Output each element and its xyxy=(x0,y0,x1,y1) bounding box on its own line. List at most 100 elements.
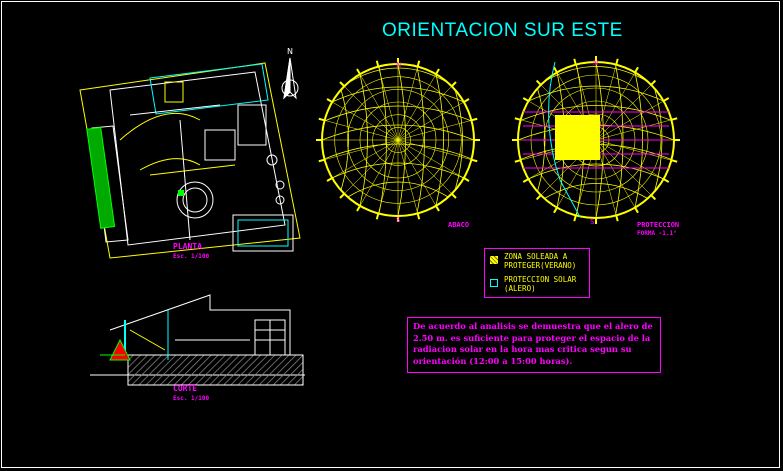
azimuth-tick xyxy=(451,193,457,199)
azimuth-tick xyxy=(514,117,521,121)
azimuth-tick xyxy=(663,97,670,102)
legend-label-sun-zone: ZONA SOLEADA A PROTEGER(VERANO) xyxy=(504,252,577,270)
overhang-protection-curve xyxy=(548,61,581,218)
sunpath-right-label: PROTECCION xyxy=(637,221,680,229)
azimuth-tick xyxy=(471,158,478,163)
azimuth-line xyxy=(397,101,464,141)
azimuth-line xyxy=(332,101,399,141)
legend-label-overhang: PROTECCION SOLAR (ALERO) xyxy=(504,275,577,293)
sun-path-arc xyxy=(332,162,464,179)
azimuth-tick xyxy=(573,58,577,65)
sunpath-right-north: N xyxy=(593,59,598,67)
floor-plan xyxy=(79,62,301,259)
hour-line xyxy=(435,74,444,206)
legend-swatch-overhang xyxy=(490,279,498,287)
sun-path-arc xyxy=(332,86,464,103)
hour-line xyxy=(397,63,406,217)
azimuth-tick xyxy=(650,79,657,86)
azimuth-tick xyxy=(522,178,529,183)
north-arrow-icon xyxy=(281,57,299,100)
azimuth-line xyxy=(332,139,399,179)
azimuth-tick xyxy=(356,205,361,212)
azimuth-tick xyxy=(671,117,678,121)
garden-area xyxy=(86,126,116,229)
azimuth-line xyxy=(397,139,452,194)
sun-path-arc xyxy=(520,105,672,121)
azimuth-line xyxy=(595,139,636,208)
sunpath-chart-left xyxy=(316,58,480,222)
azimuth-tick xyxy=(339,81,345,87)
azimuth-line xyxy=(344,86,399,141)
azimuth-line xyxy=(397,120,472,141)
hour-line xyxy=(359,74,368,206)
hour-line xyxy=(378,66,387,214)
azimuth-tick xyxy=(650,194,657,201)
azimuth-tick xyxy=(671,159,678,163)
azimuth-tick xyxy=(326,177,333,182)
page-title: ORIENTACION SUR ESTE xyxy=(382,20,623,41)
azimuth-line xyxy=(595,139,672,161)
section-label: CORTE xyxy=(173,384,198,393)
plan-label: PLANTA xyxy=(173,242,202,251)
section-drawing xyxy=(90,294,305,386)
sun-path-arc xyxy=(347,181,449,198)
sun-path-arc xyxy=(544,183,648,199)
azimuth-line xyxy=(595,100,664,141)
azimuth-line xyxy=(397,139,472,160)
azimuth-tick xyxy=(522,97,529,102)
hour-line xyxy=(416,66,425,214)
azimuth-tick xyxy=(615,215,619,222)
azimuth-tick xyxy=(416,60,421,67)
sun-exposure-zone xyxy=(555,115,600,160)
azimuth-tick xyxy=(356,68,361,75)
azimuth-line xyxy=(397,66,418,141)
azimuth-tick xyxy=(573,215,577,222)
azimuth-tick xyxy=(514,159,521,163)
legend-swatch-sun-zone xyxy=(490,256,498,264)
sun-path-arc xyxy=(324,105,472,122)
azimuth-line xyxy=(397,86,452,141)
azimuth-tick xyxy=(471,117,478,122)
legend: ZONA SOLEADA A PROTEGER(VERANO) PROTECCI… xyxy=(484,248,590,298)
sunpath-left-south: S xyxy=(396,216,401,224)
azimuth-tick xyxy=(451,81,457,87)
plan-scale: Esc. 1/100 xyxy=(173,253,210,260)
azimuth-tick xyxy=(416,213,421,220)
azimuth-tick xyxy=(634,66,639,73)
azimuth-tick xyxy=(663,178,670,183)
azimuth-tick xyxy=(553,207,558,214)
azimuth-tick xyxy=(463,98,470,103)
azimuth-line xyxy=(324,139,399,160)
sunpath-right-south: S xyxy=(590,218,595,226)
analysis-note: De acuerdo al analisis se demuestra que … xyxy=(407,317,661,373)
azimuth-tick xyxy=(535,194,542,201)
north-label: N xyxy=(287,47,293,56)
sun-path-arc xyxy=(321,124,475,141)
hour-line xyxy=(454,89,463,191)
sunpath-right-sublabel: FORMA -1.1° xyxy=(637,230,677,237)
azimuth-tick xyxy=(318,158,325,163)
azimuth-tick xyxy=(435,68,440,75)
azimuth-line xyxy=(397,139,464,179)
azimuth-line xyxy=(359,139,399,206)
azimuth-line xyxy=(344,139,399,194)
sunpath-left-label: ABACO xyxy=(448,221,470,229)
sun-path-arc xyxy=(528,85,664,102)
azimuth-tick xyxy=(339,193,345,199)
azimuth-tick xyxy=(553,66,558,73)
sun-path-arc xyxy=(347,67,449,84)
hour-line xyxy=(340,89,349,191)
azimuth-tick xyxy=(318,117,325,122)
azimuth-tick xyxy=(535,79,542,86)
azimuth-line xyxy=(397,139,418,214)
sun-path-arc xyxy=(324,143,472,160)
azimuth-tick xyxy=(375,60,380,67)
azimuth-line xyxy=(324,120,399,141)
azimuth-tick xyxy=(375,213,380,220)
azimuth-tick xyxy=(326,98,333,103)
azimuth-line xyxy=(595,119,672,141)
azimuth-line xyxy=(595,139,664,180)
azimuth-line xyxy=(397,139,437,206)
